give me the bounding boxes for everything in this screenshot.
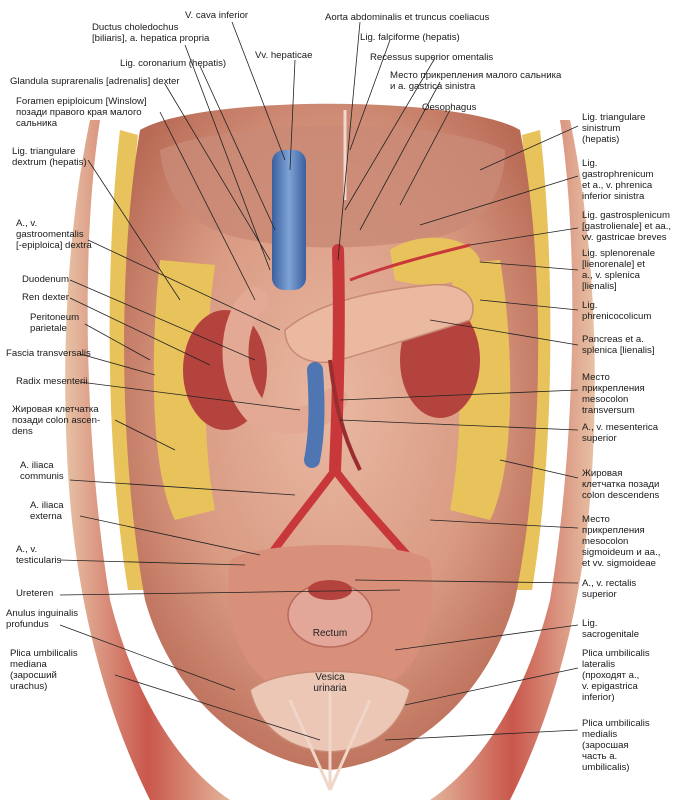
label-mesto-malogo-salnika: Место прикрепления малого сальника и а. …: [390, 70, 562, 92]
label-plica-umbilicalis-medialis: Plica umbilicalis medialis (заросшая час…: [582, 718, 650, 773]
label-oesophagus: Oesophagus: [422, 102, 477, 113]
label-a-iliaca-externa: A. iliaca externa: [30, 500, 64, 522]
mesenteric-vessels: [328, 359, 362, 471]
label-plica-umbilicalis-mediana: Plica umbilicalis mediana (заросший urac…: [10, 648, 78, 692]
splenic-vessels: [349, 243, 471, 282]
label-a-v-rectalis-superior: A., v. rectalis superior: [582, 578, 637, 600]
label-pancreas-splenica: Pancreas et a. splenica [lienalis]: [582, 334, 655, 356]
label-lig-sacrogenitale: Lig. sacrogenitale: [582, 618, 640, 640]
rectum-lumen: [308, 580, 352, 600]
label-vv-hepaticae: Vv. hepaticae: [255, 50, 313, 61]
leader-lines: [59, 21, 579, 741]
label-fascia-transversalis: Fascia transversalis: [6, 348, 91, 359]
label-ren-dexter: Ren dexter: [22, 292, 69, 303]
label-ureteren: Ureteren: [16, 588, 54, 599]
label-recessus-superior: Recessus superior omentalis: [370, 52, 494, 63]
diaphragm-liver-bed: [160, 125, 505, 248]
vena-cava-inferior: [272, 150, 306, 290]
label-lig-falciforme: Lig. falciforme (hepatis): [360, 32, 460, 43]
label-lig-splenorenale: Lig. splenorenale [lienorenale] et a., v…: [582, 248, 656, 292]
label-anulus-inguinalis: Anulus inguinalis profundus: [6, 608, 78, 630]
label-ductus-choledochus: Ductus choledochus [biliaris], a. hepati…: [92, 22, 210, 44]
label-a-iliaca-communis: A. iliaca communis: [20, 460, 64, 482]
label-aorta-abdominalis: Aorta abdominalis et truncus coeliacus: [325, 12, 490, 23]
label-lig-coronarium: Lig. coronarium (hepatis): [120, 58, 227, 69]
aorta-abdominalis: [329, 244, 345, 476]
label-zhirovaya-descendens: Жировая клетчатка позади colon descenden…: [582, 468, 660, 501]
label-vesica-urinaria: Vesica urinaria: [313, 672, 347, 694]
label-lig-triangulare-sinistrum: Lig. triangulare sinistrum (hepatis): [582, 112, 646, 145]
label-a-v-mesenterica-superior: A., v. mesenterica superior: [582, 422, 659, 444]
label-rectum: Rectum: [312, 628, 348, 639]
vena-cava-lower: [304, 362, 325, 468]
label-lig-gastrosplenicum: Lig. gastrosplenicum [gastrolienale] et …: [582, 210, 672, 243]
label-a-v-gastroomentalis: A., v. gastroomentalis [-epiploica] dext…: [16, 218, 92, 251]
label-mesto-mesocolon-transversum: Место прикрепления mesocolon transversum: [582, 372, 645, 416]
pancreas: [284, 284, 474, 364]
label-lig-triangulare-dextrum: Lig. triangulare dextrum (hepatis): [12, 146, 87, 168]
label-glandula-suprarenalis: Glandula suprarenalis [adrenalis] dexter: [10, 76, 180, 87]
label-lig-phrenicocolicum: Lig. phrenicocolicum: [582, 300, 652, 322]
label-duodenum: Duodenum: [22, 274, 69, 285]
label-v-cava-inferior: V. cava inferior: [185, 10, 249, 21]
label-foramen-epiploicum: Foramen epiploicum [Winslow] позади прав…: [16, 96, 147, 129]
umbilical-folds: [288, 690, 372, 791]
label-radix-mesenterii: Radix mesenterii: [16, 376, 88, 387]
label-a-v-testicularis: A., v. testicularis: [16, 544, 62, 566]
label-plica-umbilicalis-lateralis: Plica umbilicalis lateralis (проходят а.…: [582, 648, 650, 703]
label-zhirovaya-ascendens: Жировая клетчатка позади colon ascen- de…: [12, 404, 101, 437]
label-mesto-mesocolon-sigmoideum: Место прикрепления mesocolon sigmoideum …: [582, 514, 661, 569]
label-peritoneum-parietale: Peritoneum parietale: [30, 312, 80, 334]
label-lig-gastrophrenicum: Lig. gastrophrenicum et a., v. phrenica …: [582, 158, 654, 202]
